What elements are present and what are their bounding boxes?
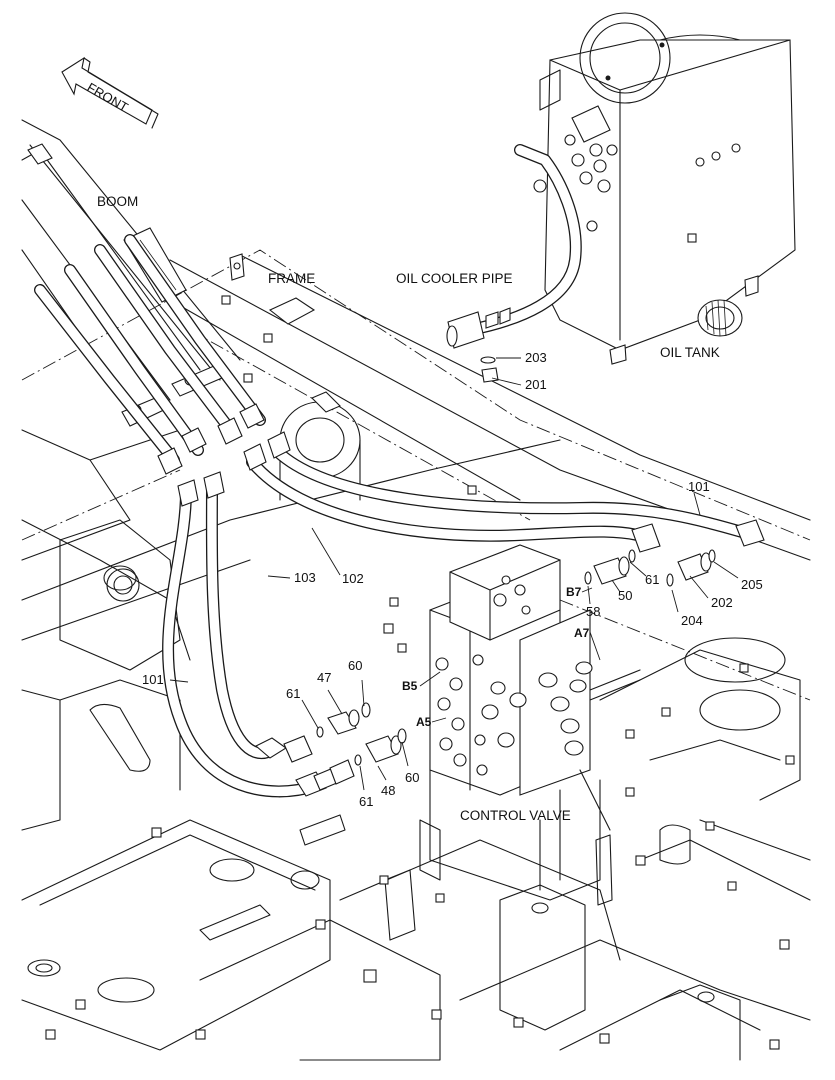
oring-205 (708, 549, 716, 563)
oil-tank (539, 12, 796, 365)
part-number-callouts: 203 201 101 102 103 101 205 202 204 61 5… (142, 350, 763, 809)
callout-50: 50 (618, 588, 632, 603)
oring-204 (666, 573, 674, 587)
oring-61-bottom (354, 754, 362, 766)
callout-102: 102 (342, 571, 364, 586)
port-b5: B5 (402, 679, 418, 693)
valve-spool-caps (481, 661, 593, 756)
callout-204: 204 (681, 613, 703, 628)
callout-48: 48 (381, 783, 395, 798)
callout-103: 103 (294, 570, 316, 585)
frame-structure (21, 249, 811, 1061)
callout-202: 202 (711, 595, 733, 610)
frame-bracket (229, 253, 341, 413)
hoses (34, 234, 748, 798)
callout-58: 58 (586, 604, 600, 619)
bolt-heads (45, 295, 795, 1050)
oil-cooler-pipe (446, 105, 611, 383)
hose-end-fittings (157, 403, 291, 507)
label-control-valve: CONTROL VALVE (460, 808, 571, 823)
callout-101-left: 101 (142, 672, 164, 687)
oring-61-left (316, 726, 324, 738)
callout-205: 205 (741, 577, 763, 592)
label-boom: BOOM (97, 194, 138, 209)
port-b7: B7 (566, 585, 582, 599)
callout-61-bottom: 61 (359, 794, 373, 809)
callout-60-bottom: 60 (405, 770, 419, 785)
component-labels: BOOM FRAME OIL COOLER PIPE OIL TANK CONT… (97, 194, 720, 823)
oring-58 (584, 571, 592, 585)
callout-201: 201 (525, 377, 547, 392)
port-a5: A5 (416, 715, 432, 729)
label-oil-cooler-pipe: OIL COOLER PIPE (396, 271, 513, 286)
callout-61-left: 61 (286, 686, 300, 701)
oring-61-right (628, 549, 636, 563)
label-oil-tank: OIL TANK (660, 345, 720, 360)
tank-port-cluster (564, 134, 618, 232)
plug-201 (481, 367, 499, 383)
callout-47: 47 (317, 670, 331, 685)
port-a7: A7 (574, 626, 590, 640)
front-direction-arrow: FRONT (61, 56, 159, 129)
fitting-50 (593, 557, 627, 585)
fitting-202 (677, 553, 709, 581)
right-fittings (584, 519, 765, 587)
callout-60-top: 60 (348, 658, 362, 673)
fitting-48 (365, 735, 399, 763)
label-frame: FRAME (268, 271, 315, 286)
port-labels: B7 A7 B5 A5 (402, 585, 590, 729)
leader-lines (169, 357, 739, 791)
oring-60-top (361, 702, 371, 718)
oring-60-bottom (397, 728, 407, 744)
control-valve (429, 544, 641, 881)
callout-203: 203 (525, 350, 547, 365)
hose-103 (205, 479, 274, 760)
oring-203 (480, 356, 496, 364)
lower-hose-fittings (255, 702, 407, 797)
callout-61-right: 61 (645, 572, 659, 587)
valve-port-bosses (435, 575, 531, 776)
callout-101-top: 101 (688, 479, 710, 494)
